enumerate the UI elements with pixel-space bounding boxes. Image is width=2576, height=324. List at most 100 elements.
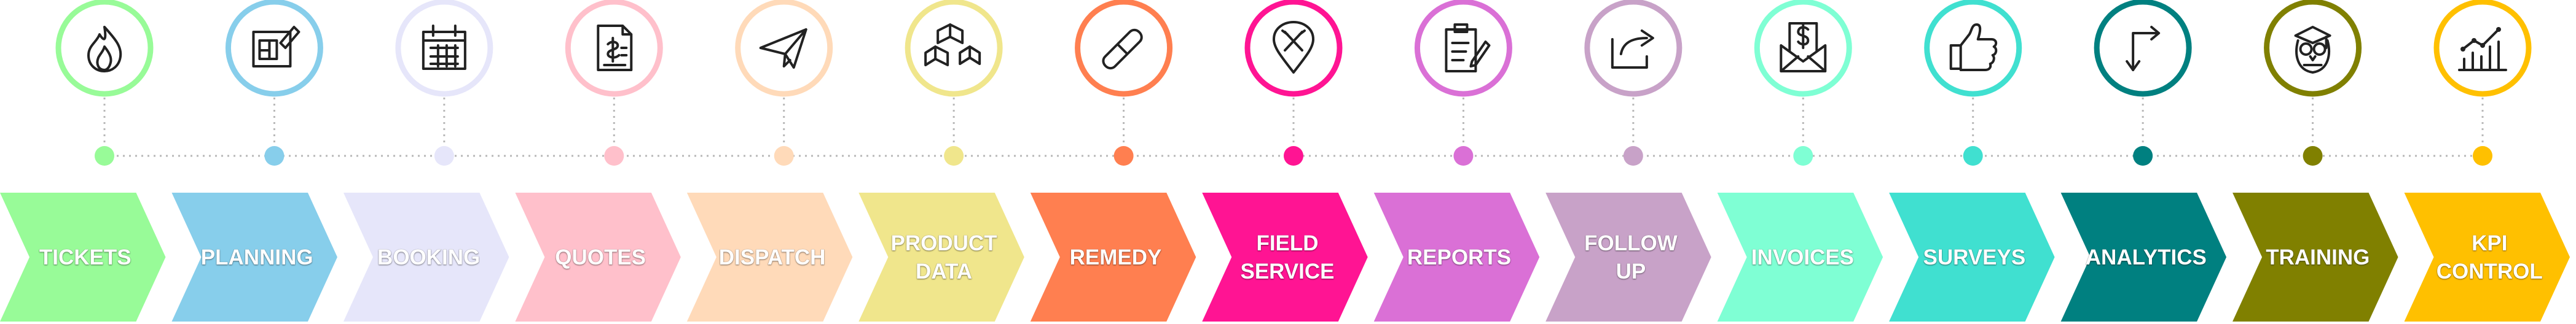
step-chevron xyxy=(171,193,337,322)
step-chevron xyxy=(0,193,166,322)
step-chevron xyxy=(515,193,681,322)
step-label-line: ANALYTICS xyxy=(2086,245,2207,269)
process-step: SURVEYS xyxy=(1889,0,2055,322)
step-chevron xyxy=(1545,193,1711,322)
step-chevron xyxy=(1717,193,1883,322)
step-dot xyxy=(1453,146,1474,166)
step-icon-ring xyxy=(1584,0,1683,97)
step-dot xyxy=(944,146,964,166)
step-chevron xyxy=(2232,193,2398,322)
step-label: FIELD SERVICE xyxy=(1240,231,1334,284)
paper-plane-icon xyxy=(759,28,807,69)
step-dot xyxy=(1963,146,1983,166)
step-label: TICKETS xyxy=(39,245,132,269)
invoice-document-icon xyxy=(597,25,633,71)
step-label-line: PRODUCT xyxy=(891,231,997,255)
step-dot xyxy=(774,146,794,166)
step-label: INVOICES xyxy=(1751,245,1854,269)
step-label: KPI CONTROL xyxy=(2437,231,2543,284)
step-dot xyxy=(1623,146,1643,166)
step-dot xyxy=(95,146,114,166)
process-step: TICKETS xyxy=(0,0,166,322)
step-label-line: QUOTES xyxy=(555,245,646,269)
step-dot xyxy=(2133,146,2153,166)
step-label-line: CONTROL xyxy=(2437,260,2543,284)
process-step: INVOICES xyxy=(1717,0,1883,322)
process-step: TRAINING xyxy=(2232,0,2398,322)
step-icon-ring xyxy=(1924,0,2022,97)
step-icon-ring xyxy=(225,0,323,97)
step-label: REPORTS xyxy=(1407,245,1511,269)
step-label-line: PLANNING xyxy=(201,245,313,269)
process-step: REMEDY xyxy=(1030,0,1196,322)
step-label-line: UP xyxy=(1616,260,1646,284)
fire-icon xyxy=(87,26,122,72)
step-icon-ring xyxy=(905,0,1003,97)
step-dot xyxy=(264,146,285,166)
process-step: REPORTS xyxy=(1373,0,1540,322)
step-label-line: REMEDY xyxy=(1070,245,1162,269)
step-label: FOLLOW UP xyxy=(1584,231,1678,284)
step-label: REMEDY xyxy=(1070,245,1162,269)
process-step: BOOKING xyxy=(343,0,509,322)
step-label-line: TICKETS xyxy=(39,245,132,269)
growth-chart-icon xyxy=(2458,27,2507,71)
step-icon-ring xyxy=(1414,0,1512,97)
owl-graduate-icon xyxy=(2294,26,2331,74)
step-dot xyxy=(604,146,624,166)
step-label-line: FIELD xyxy=(1256,231,1318,255)
process-step: FIELD SERVICE xyxy=(1202,0,1368,322)
step-chevron xyxy=(1030,193,1196,322)
step-icon-ring xyxy=(2094,0,2192,97)
step-label-line: TRAINING xyxy=(2266,245,2370,269)
thumbs-up-icon xyxy=(1949,23,1998,71)
boxes-icon xyxy=(924,23,981,66)
step-label: PLANNING xyxy=(201,245,313,269)
step-dot xyxy=(434,146,454,166)
step-label: BOOKING xyxy=(377,245,480,269)
step-dot xyxy=(1793,146,1813,166)
process-step: ANALYTICS xyxy=(2060,0,2227,322)
step-label-line: BOOKING xyxy=(377,245,480,269)
turn-arrow-icon xyxy=(2126,26,2161,71)
step-label: ANALYTICS xyxy=(2086,245,2207,269)
step-chevron xyxy=(1889,193,2055,322)
step-chevron xyxy=(686,193,853,322)
pill-capsule-icon xyxy=(1102,28,1143,70)
step-dot xyxy=(1284,146,1303,166)
blueprint-icon xyxy=(252,26,300,68)
process-step: DISPATCH xyxy=(686,0,853,322)
step-icon-ring xyxy=(2264,0,2362,97)
clipboard-pen-icon xyxy=(1445,23,1491,72)
step-label-line: SERVICE xyxy=(1240,260,1334,284)
step-icon-ring xyxy=(1075,0,1173,97)
step-icon-ring xyxy=(735,0,833,97)
share-arrow-icon xyxy=(1611,29,1654,69)
step-dot xyxy=(2303,146,2323,166)
step-label-line: REPORTS xyxy=(1407,245,1511,269)
step-label-line: INVOICES xyxy=(1751,245,1854,269)
step-label: DISPATCH xyxy=(719,245,826,269)
step-chevron xyxy=(1202,193,1368,322)
step-chevron xyxy=(858,193,1024,322)
process-step: KPI CONTROL xyxy=(2404,0,2570,322)
envelope-invoice-icon xyxy=(1780,22,1827,72)
step-label: TRAINING xyxy=(2266,245,2370,269)
step-dot xyxy=(2473,146,2492,166)
process-step: FOLLOW UP xyxy=(1545,0,1711,322)
step-label-line: DISPATCH xyxy=(719,245,826,269)
step-label-line: FOLLOW xyxy=(1584,231,1678,255)
step-label: QUOTES xyxy=(555,245,646,269)
process-step: QUOTES xyxy=(515,0,681,322)
step-label-line: KPI xyxy=(2472,231,2507,255)
step-chevron xyxy=(1373,193,1540,322)
step-chevron xyxy=(2060,193,2227,322)
calendar-icon xyxy=(422,25,466,70)
step-icon-ring xyxy=(1244,0,1343,97)
process-step: PLANNING xyxy=(171,0,337,322)
step-chevron xyxy=(2404,193,2570,322)
